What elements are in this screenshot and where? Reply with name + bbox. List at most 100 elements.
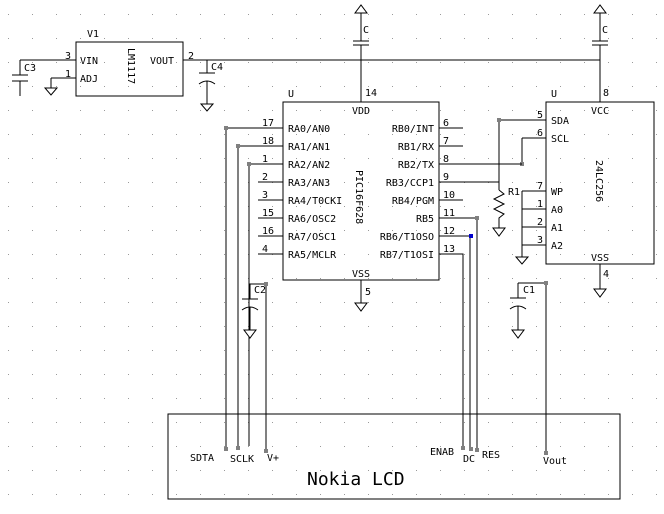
grid-dot <box>272 206 273 207</box>
pic-right-pin-name: RB5 <box>416 214 434 225</box>
grid-dot <box>536 422 537 423</box>
pic-right-pin-name: RB6/T1OSO <box>380 232 434 243</box>
grid-dot <box>536 350 537 351</box>
grid-dot <box>416 182 417 183</box>
grid-dot <box>536 110 537 111</box>
grid-dot <box>488 14 489 15</box>
grid-dot <box>248 62 249 63</box>
grid-dot <box>32 62 33 63</box>
grid-dot <box>608 14 609 15</box>
grid-dot <box>656 86 657 87</box>
ground-icon <box>243 329 257 339</box>
grid-dot <box>440 158 441 159</box>
grid-dot <box>440 398 441 399</box>
grid-dot <box>536 470 537 471</box>
grid-dot <box>416 230 417 231</box>
grid-dot <box>632 38 633 39</box>
grid-dot <box>368 134 369 135</box>
eeprom-part: 24LC256 <box>593 160 604 202</box>
grid-dot <box>32 398 33 399</box>
power-arrow-icon <box>593 4 607 14</box>
grid-dot <box>368 470 369 471</box>
grid-dot <box>56 230 57 231</box>
grid-dot <box>32 302 33 303</box>
grid-dot <box>32 134 33 135</box>
grid-dot <box>56 422 57 423</box>
grid-dot <box>608 86 609 87</box>
grid-dot <box>368 350 369 351</box>
grid-dot <box>296 134 297 135</box>
regulator-v1[interactable]: V1 LM1117 VIN ADJ VOUT 3 1 2 <box>65 29 194 97</box>
grid-dot <box>8 374 9 375</box>
grid-dot <box>584 62 585 63</box>
grid-dot <box>608 422 609 423</box>
grid-dot <box>296 422 297 423</box>
grid-dot <box>80 134 81 135</box>
grid-dot <box>440 110 441 111</box>
grid-dot <box>440 14 441 15</box>
pic-pinnum-14: 14 <box>365 88 377 99</box>
grid-dot <box>536 278 537 279</box>
grid-dot <box>152 134 153 135</box>
grid-dot <box>392 350 393 351</box>
grid-dot <box>536 254 537 255</box>
eeprom-pin-name: WP <box>551 187 563 198</box>
grid-dot <box>320 326 321 327</box>
grid-dot <box>128 302 129 303</box>
grid-dot <box>560 62 561 63</box>
grid-dot <box>584 470 585 471</box>
grid-dot <box>368 158 369 159</box>
grid-dot <box>608 278 609 279</box>
eeprom-pin-num: 5 <box>537 110 543 121</box>
grid-dot <box>632 494 633 495</box>
pic-left-pin-num: 15 <box>262 208 274 219</box>
grid-dot <box>464 38 465 39</box>
junction-dot <box>264 282 268 286</box>
ground-icon <box>492 227 506 237</box>
grid-dot <box>200 374 201 375</box>
grid-dot <box>320 14 321 15</box>
grid-dot <box>368 374 369 375</box>
eeprom-24lc256[interactable]: U 8 VCC VSS 4 24LC256 SDA5SCL6WP7A01A12A… <box>522 88 655 280</box>
grid-dot <box>344 158 345 159</box>
grid-dot <box>80 326 81 327</box>
grid-dot <box>344 230 345 231</box>
grid-dot <box>512 62 513 63</box>
junction-dot <box>236 144 240 148</box>
grid-dot <box>224 86 225 87</box>
grid-dot <box>56 470 57 471</box>
grid-dot <box>320 230 321 231</box>
grid-dot <box>152 110 153 111</box>
wire-ra1-sclk <box>237 145 283 446</box>
grid-dot <box>176 494 177 495</box>
grid-dot <box>176 134 177 135</box>
pic-left-pin-name: RA0/AN0 <box>288 124 330 135</box>
grid-dot <box>608 398 609 399</box>
grid-dot <box>152 38 153 39</box>
grid-dot <box>320 86 321 87</box>
grid-dot <box>488 110 489 111</box>
pic-right-pin-name: RB3/CCP1 <box>386 178 434 189</box>
grid-dot <box>272 422 273 423</box>
capacitor-c1-label: C1 <box>523 285 535 296</box>
grid-dot <box>392 302 393 303</box>
regulator-pinnum-3: 3 <box>65 51 71 62</box>
wire-vout <box>518 282 547 452</box>
microcontroller-pic16f628[interactable]: U 14 VDD VSS 5 PIC16F628 RA0/AN017RA1/AN… <box>258 88 463 298</box>
grid-dot <box>416 398 417 399</box>
grid-dot <box>152 86 153 87</box>
grid-dot <box>584 182 585 183</box>
grid-dot <box>632 14 633 15</box>
grid-dot <box>632 302 633 303</box>
grid-dot <box>512 182 513 183</box>
grid-dot <box>272 446 273 447</box>
grid-dot <box>584 446 585 447</box>
grid-dot <box>104 302 105 303</box>
grid-dot <box>416 206 417 207</box>
grid-dot <box>224 302 225 303</box>
grid-dot <box>368 230 369 231</box>
nokia-lcd[interactable]: Nokia LCD SDTA SCLK V+ ENAB DC RES Vout <box>167 413 621 500</box>
grid-dot <box>344 446 345 447</box>
grid-dot <box>656 62 657 63</box>
pic-left-pin-name: RA5/MCLR <box>288 250 337 261</box>
